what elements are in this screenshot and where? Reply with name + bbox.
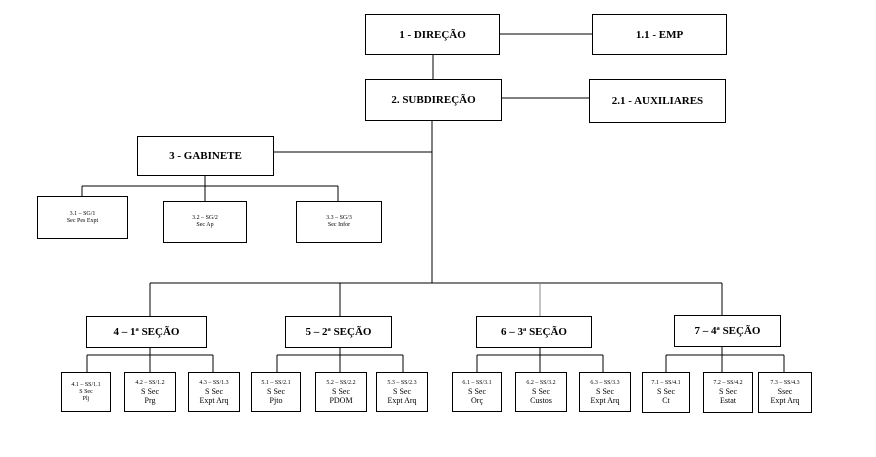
secao-label: 4 – 1ª SEÇÃO [113, 326, 180, 338]
subsecao-7-1: 7.1 – SS/4.1 S Sec Ct [642, 372, 690, 413]
secao-6-box: 6 – 3ª SEÇÃO [476, 316, 592, 348]
subsecao-4-3: 4.3 – SS/1.3 S Sec Expt Arq [188, 372, 240, 412]
subdirecao-box: 2. SUBDIREÇÃO [365, 79, 502, 121]
emp-box: 1.1 - EMP [592, 14, 727, 55]
secao-label: 5 – 2ª SEÇÃO [305, 326, 372, 338]
direcao-label: 1 - DIREÇÃO [399, 28, 466, 41]
subdirecao-label: 2. SUBDIREÇÃO [391, 94, 476, 106]
unit-name: Sec Infor [327, 222, 351, 228]
subsecao-4-2: 4.2 – SS/1.2 S Sec Prg [124, 372, 176, 412]
subsecao-5-1: 5.1 – SS/2.1 S Sec Pjto [251, 372, 301, 412]
auxiliares-label: 2.1 - AUXILIARES [611, 95, 704, 107]
secao-label: 7 – 4ª SEÇÃO [694, 325, 761, 337]
subsecao-6-2: 6.2 – SS/3.2 S Sec Custos [515, 372, 567, 412]
secao-4-box: 4 – 1ª SEÇÃO [86, 316, 207, 348]
direcao-box: 1 - DIREÇÃO [365, 14, 500, 55]
secao-5-box: 5 – 2ª SEÇÃO [285, 316, 392, 348]
gab-unit-2: 3.2 – SG/2 Sec Ap [163, 201, 247, 243]
unit-code: 3.2 – SG/2 [192, 215, 218, 221]
subsecao-6-3: 6.3 – SS/3.3 S Sec Expt Arq [579, 372, 631, 412]
unit-code: 3.1 – SG/1 [69, 210, 96, 217]
subsecao-4-1: 4.1 – SS/1.1 S Sec Plj [61, 372, 111, 412]
auxiliares-box: 2.1 - AUXILIARES [589, 79, 726, 123]
emp-label: 1.1 - EMP [635, 28, 684, 41]
secao-7-box: 7 – 4ª SEÇÃO [674, 315, 781, 347]
unit-name: Sec Pes Expt [66, 217, 99, 224]
subsecao-6-1: 6.1 – SS/3.1 S Sec Orç [452, 372, 502, 412]
subsecao-7-2: 7.2 – SS/4.2 S Sec Estat [703, 372, 753, 413]
gab-unit-1: 3.1 – SG/1 Sec Pes Expt [37, 196, 128, 239]
unit-name: Sec Ap [196, 222, 214, 228]
gabinete-label: 3 - GABINETE [169, 150, 242, 162]
gab-unit-3: 3.3 – SG/3 Sec Infor [296, 201, 382, 243]
subsecao-5-3: 5.3 – SS/2.3 S Sec Expt Arq [376, 372, 428, 412]
gabinete-box: 3 - GABINETE [137, 136, 274, 176]
secao-label: 6 – 3ª SEÇÃO [501, 326, 567, 338]
subsecao-5-2: 5.2 – SS/2.2 S Sec PDOM [315, 372, 367, 412]
subsecao-7-3: 7.3 – SS/4.3 Ssec Expt Arq [758, 372, 812, 413]
unit-code: 3.3 – SG/3 [326, 215, 352, 221]
